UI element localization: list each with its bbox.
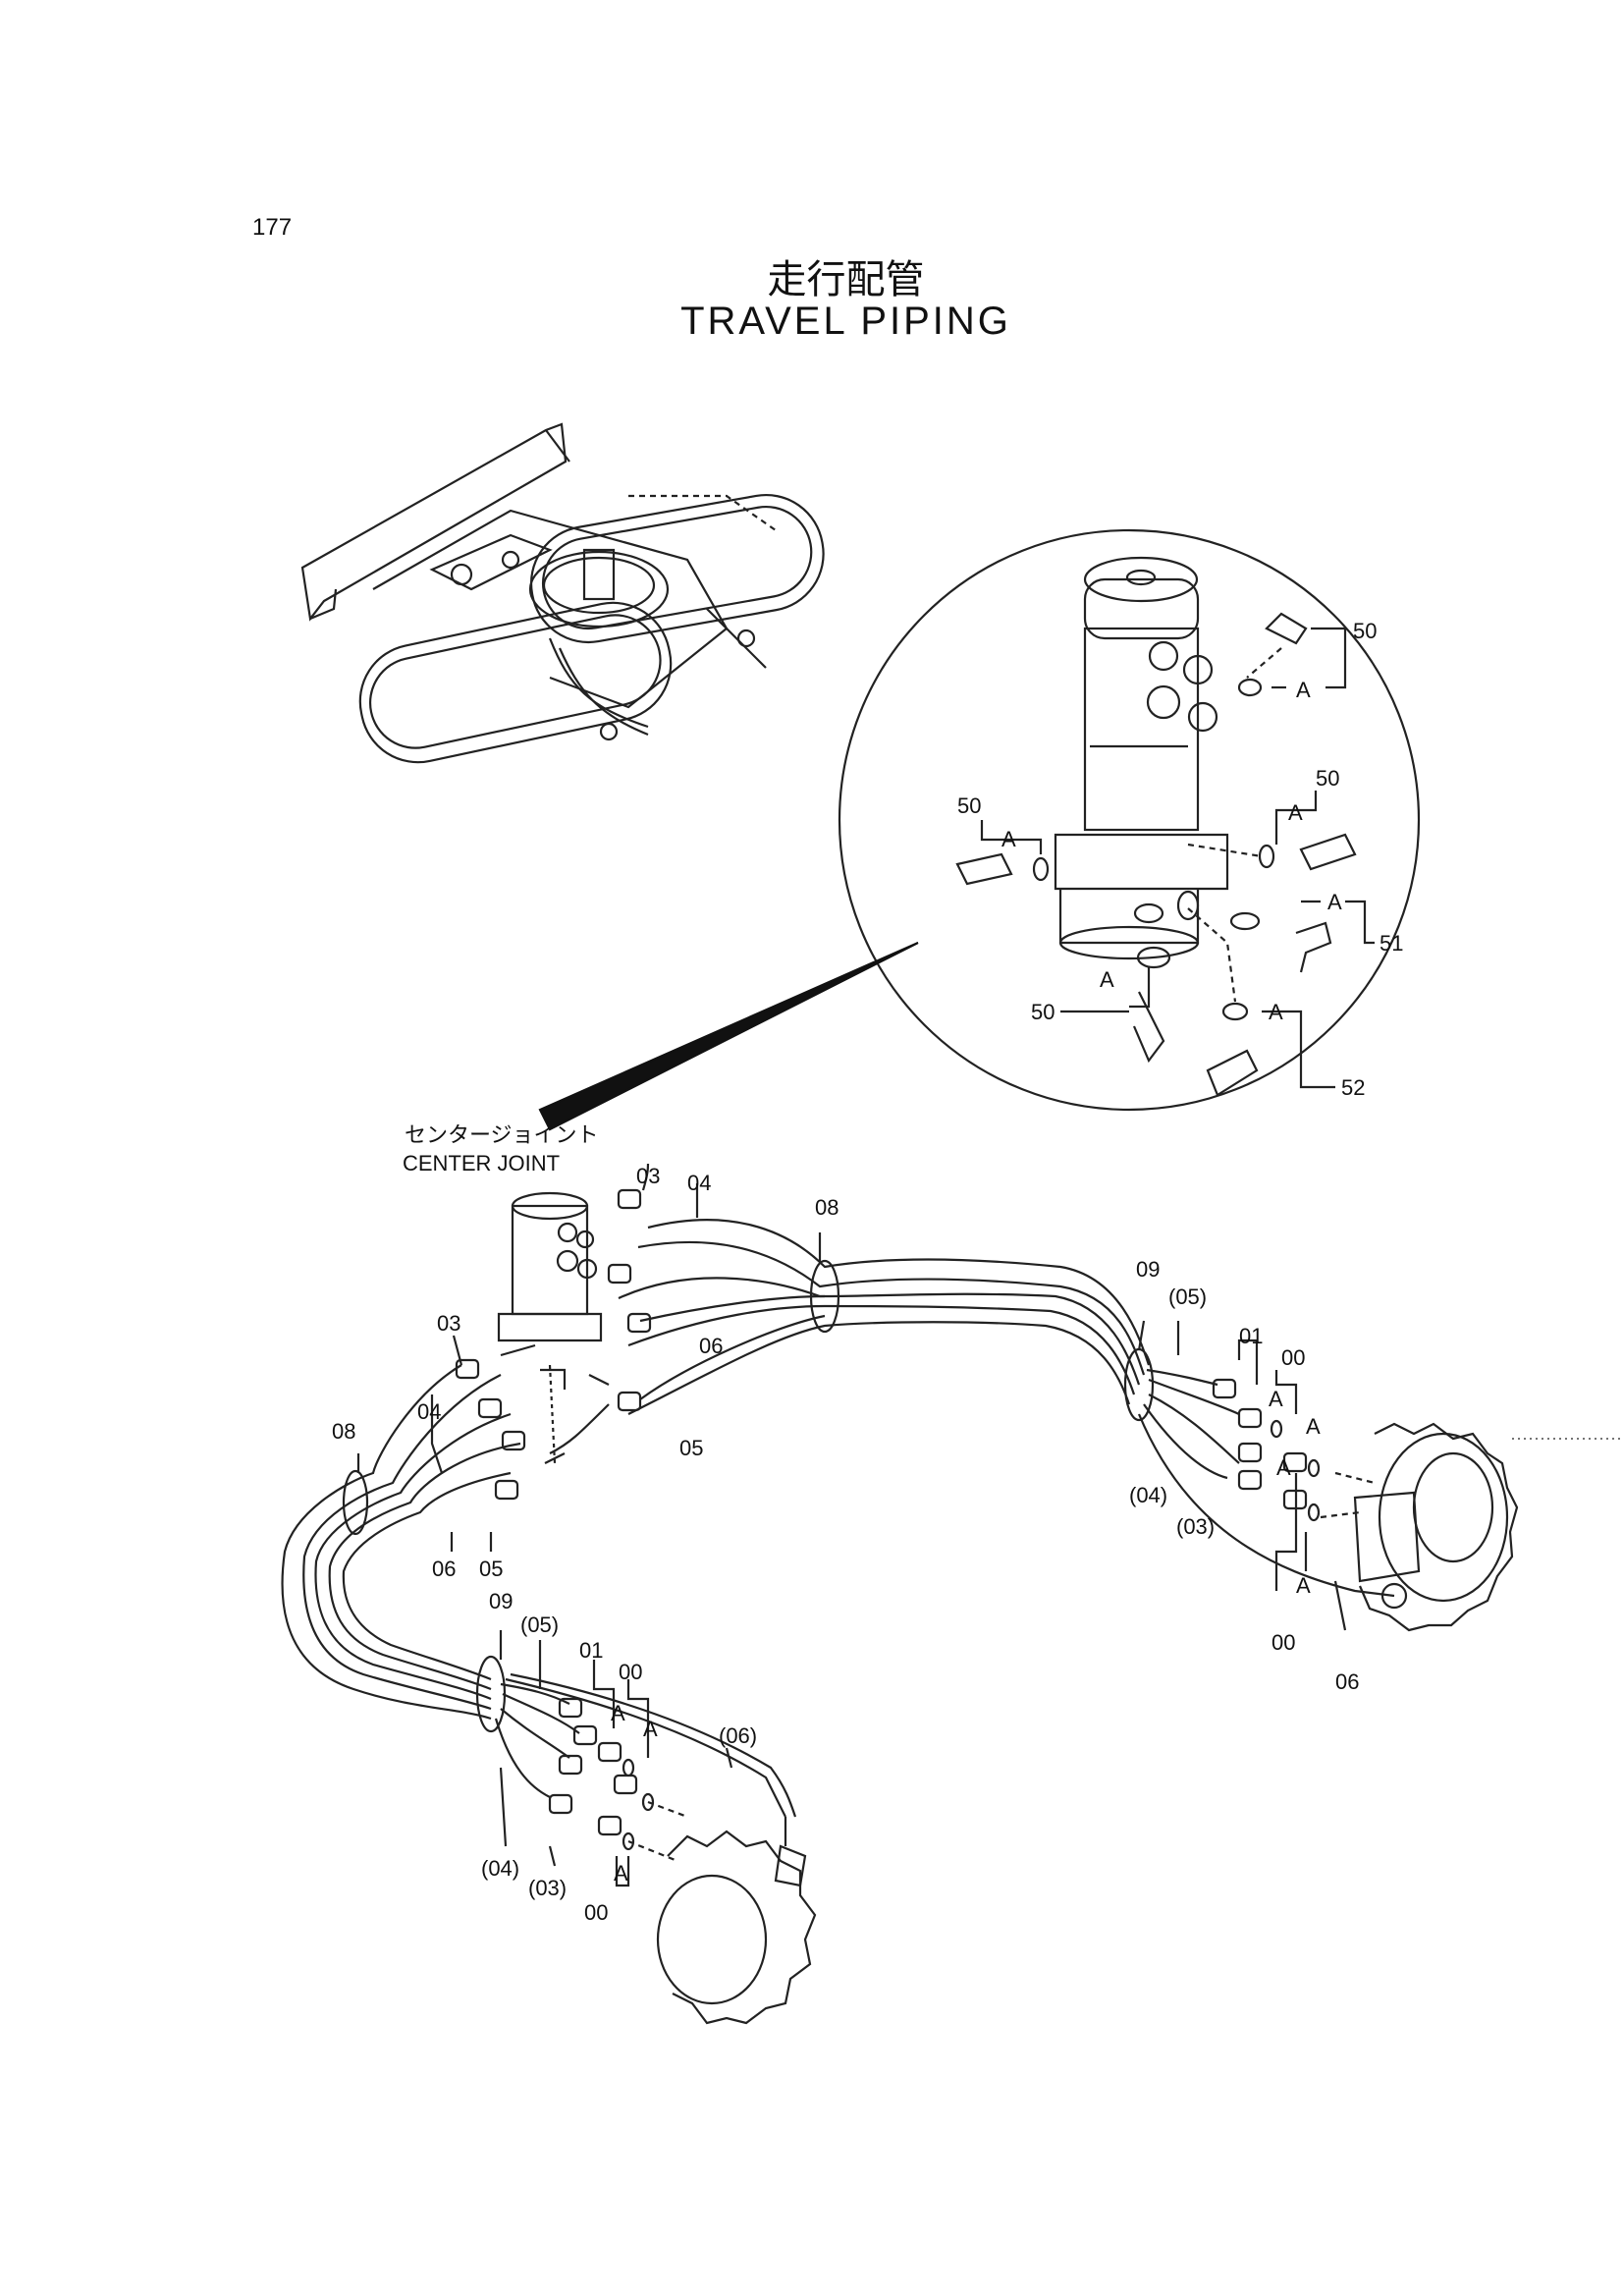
callout-05: 05 [479,1557,503,1581]
callout-a: A [1306,1414,1321,1439]
title-japanese: 走行配管 [767,257,925,302]
callout-50: 50 [957,793,981,818]
callout-a: A [614,1861,628,1886]
center-joint-label-en: CENTER JOINT [403,1151,560,1175]
detail-circle [538,528,1421,1131]
page-number: 177 [252,214,293,241]
callout-01: 01 [579,1638,603,1663]
callout-a: A [611,1701,625,1725]
callout-08: 08 [332,1419,355,1444]
callout-a: A [1100,967,1114,992]
callout-04-ref: (04) [481,1856,519,1881]
callout-a: A [1296,678,1311,702]
callout-03: 03 [437,1311,460,1336]
callout-03-ref: (03) [528,1876,567,1900]
callout-05-ref: (05) [1168,1285,1207,1309]
callout-05-ref: (05) [520,1613,559,1637]
callout-03-ref: (03) [1176,1514,1215,1539]
undercarriage-illustration [300,422,825,764]
callout-06: 06 [699,1334,723,1358]
callout-00: 00 [1271,1630,1295,1655]
callout-50: 50 [1316,766,1339,791]
callout-06: 06 [432,1557,456,1581]
title-english: TRAVEL PIPING [680,300,1011,343]
callout-00: 00 [1281,1345,1305,1370]
callout-06: 06 [1335,1669,1359,1694]
callout-06-ref: (06) [719,1723,757,1748]
callout-a: A [1296,1573,1311,1598]
callout-labels: 50 A 50 A 50 A A 51 A 50 A 52 センタージョイント … [332,619,1403,1925]
callout-a: A [1327,890,1342,914]
callout-a: A [1288,800,1303,825]
callout-04-ref: (04) [1129,1483,1167,1507]
main-piping [281,1163,1623,2025]
callout-04: 04 [687,1171,711,1195]
callout-09: 09 [1136,1257,1160,1282]
callout-03: 03 [636,1164,660,1188]
callout-a: A [1269,1000,1283,1024]
callout-a: A [1001,827,1016,851]
callout-04: 04 [417,1399,441,1424]
callout-a: A [1269,1387,1283,1411]
callout-05: 05 [679,1436,703,1460]
callout-51: 51 [1380,931,1403,956]
callout-01: 01 [1239,1324,1263,1348]
callout-08: 08 [815,1195,839,1220]
center-joint-label-jp: センタージョイント [405,1122,599,1147]
callout-a: A [1276,1455,1291,1480]
callout-50: 50 [1031,1000,1055,1024]
callout-a: A [643,1717,658,1741]
callout-52: 52 [1341,1075,1365,1100]
right-travel-motor [1320,1422,1519,1632]
callout-00: 00 [619,1660,642,1684]
callout-00: 00 [584,1900,608,1925]
callout-09: 09 [489,1589,513,1613]
callout-50: 50 [1353,619,1377,643]
left-travel-motor [627,1800,817,2025]
